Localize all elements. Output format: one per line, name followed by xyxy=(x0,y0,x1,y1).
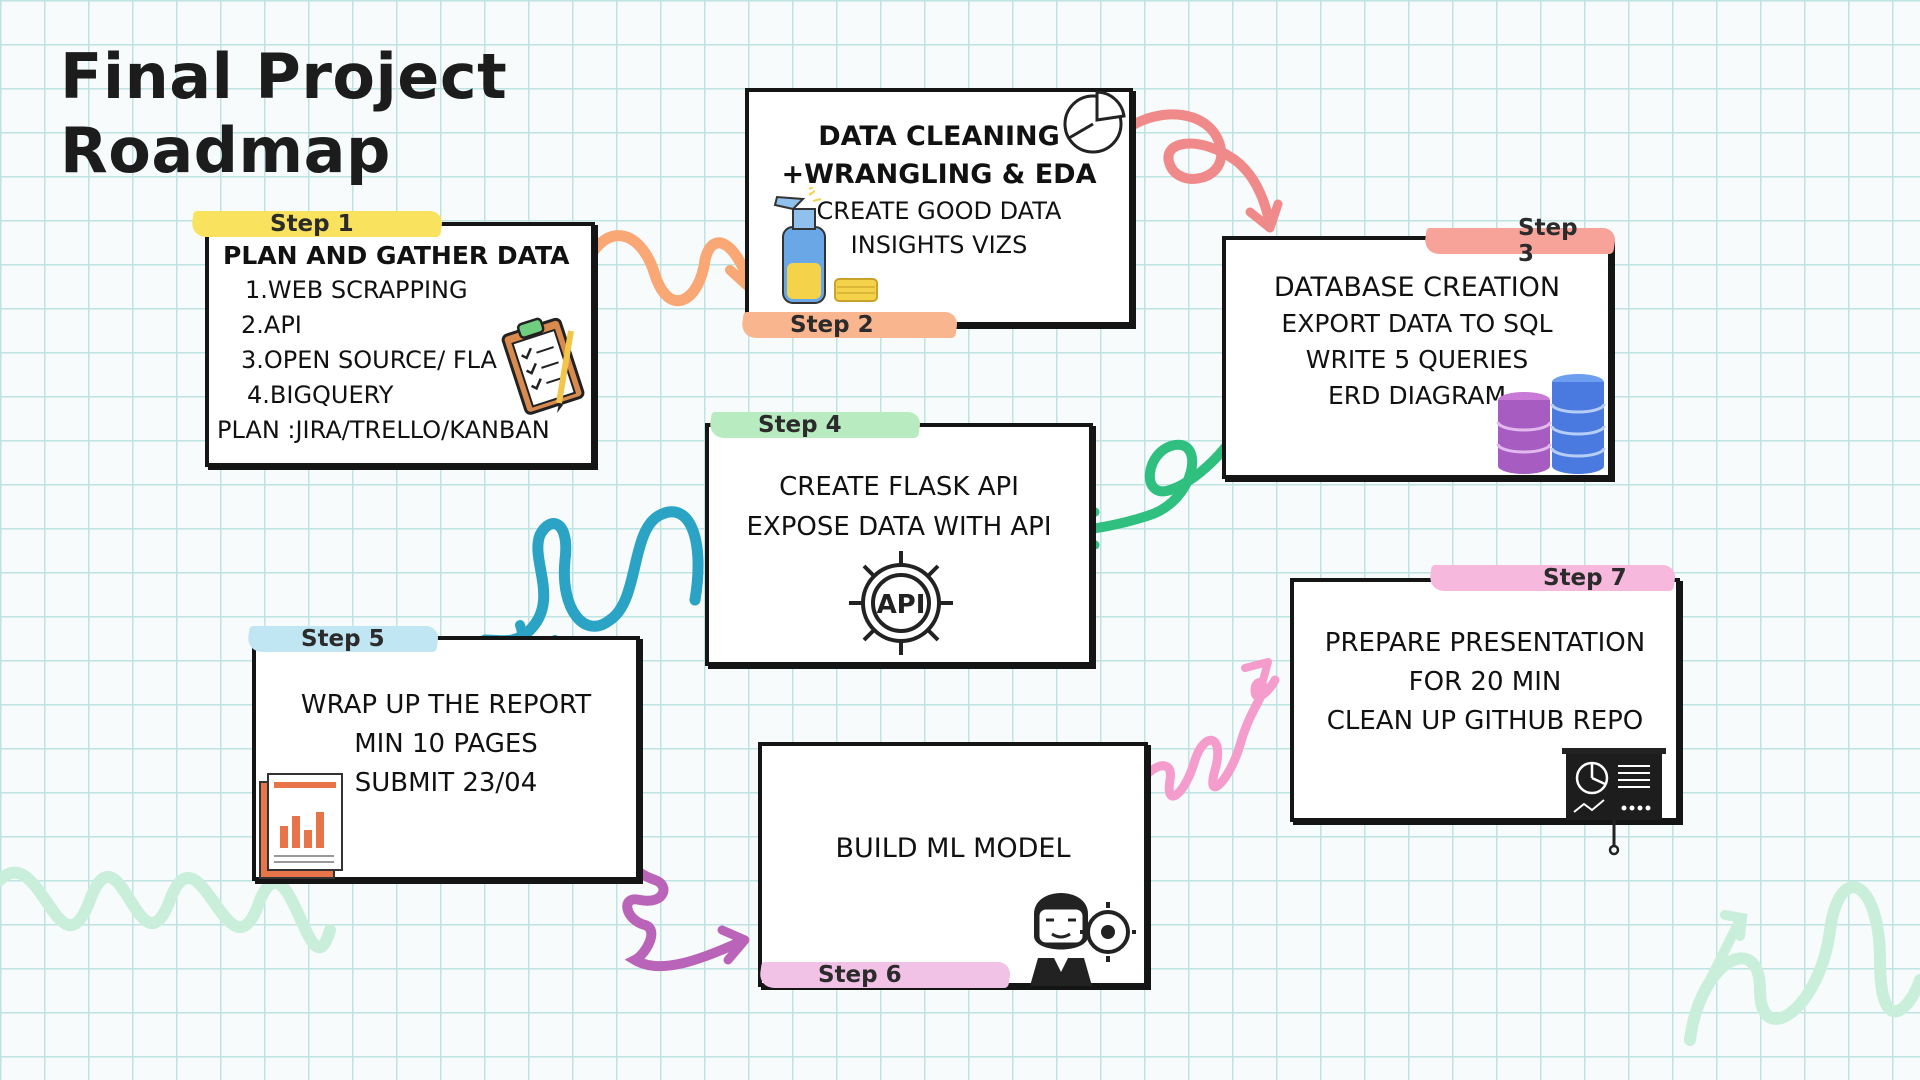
step-1-tag: Step 1 xyxy=(192,207,442,241)
step-3-card: DATABASE CREATION EXPORT DATA TO SQL WRI… xyxy=(1222,236,1612,479)
step-6-tag: Step 6 xyxy=(760,958,1010,992)
report-document-icon xyxy=(259,773,343,879)
step-1-item: 1.WEB SCRAPPING xyxy=(245,276,468,304)
step-2-tag-label: Step 2 xyxy=(790,312,874,338)
step-2-item: INSIGHTS VIZS xyxy=(850,231,1028,259)
arrow-step2-to-step3-head xyxy=(1245,199,1283,233)
step-5-text: WRAP UP THE REPORT MIN 10 PAGES SUBMIT 2… xyxy=(256,686,636,803)
step-1-tag-label: Step 1 xyxy=(270,211,354,237)
step-6-card: BUILD ML MODEL xyxy=(758,742,1148,987)
title-line-2: Roadmap xyxy=(60,114,391,187)
step-6-heading: BUILD ML MODEL xyxy=(835,833,1071,864)
step-3-item: ERD DIAGRAM xyxy=(1327,381,1507,410)
title-line-1: Final Project xyxy=(60,40,508,113)
step-2-card: DATA CLEANING +WRANGLING & EDA CREATE GO… xyxy=(745,88,1133,326)
step-3-item: WRITE 5 QUERIES xyxy=(1305,345,1529,374)
clipboard-checklist-icon xyxy=(501,317,585,415)
step-5-card: WRAP UP THE REPORT MIN 10 PAGES SUBMIT 2… xyxy=(252,636,640,881)
page-title: Final Project Roadmap xyxy=(60,40,507,188)
background-squiggle-right xyxy=(1684,881,1920,1046)
step-6-tag-label: Step 6 xyxy=(818,962,902,988)
step-7-heading: PREPARE PRESENTATION xyxy=(1324,628,1646,658)
robot-ai-icon xyxy=(1030,893,1136,986)
api-gear-icon: API xyxy=(849,551,953,655)
step-1-text: PLAN AND GATHER DATA 1.WEB SCRAPPING 2.A… xyxy=(217,238,583,448)
step-7-card: PREPARE PRESENTATION FOR 20 MIN CLEAN UP… xyxy=(1290,578,1680,856)
step-4-item: EXPOSE DATA WITH API xyxy=(746,512,1052,542)
step-4-card: CREATE FLASK API EXPOSE DATA WITH API AP… xyxy=(705,423,1093,666)
arrow-step1-to-step2 xyxy=(576,230,756,307)
step-5-tag: Step 5 xyxy=(248,622,438,656)
background-arrow-right xyxy=(1695,910,1748,1005)
step-3-tag: Step 3 xyxy=(1425,215,1615,267)
step-7-item: CLEAN UP GITHUB REPO xyxy=(1326,706,1644,736)
pie-chart-icon xyxy=(1063,90,1126,154)
step-2-tag: Step 2 xyxy=(742,308,957,342)
step-3-text: DATABASE CREATION EXPORT DATA TO SQL WRI… xyxy=(1226,270,1608,414)
step-1-item: 3.OPEN SOURCE/ FLA xyxy=(241,346,497,374)
step-1-heading: PLAN AND GATHER DATA xyxy=(223,241,570,270)
step-3-heading: DATABASE CREATION xyxy=(1273,272,1561,303)
step-4-heading: CREATE FLASK API xyxy=(779,472,1019,502)
step-7-text: PREPARE PRESENTATION FOR 20 MIN CLEAN UP… xyxy=(1294,624,1676,741)
step-6-text: BUILD ML MODEL xyxy=(762,830,1144,868)
step-1-item: 4.BIGQUERY xyxy=(247,381,394,409)
step-4-text: CREATE FLASK API EXPOSE DATA WITH API xyxy=(709,467,1089,547)
step-4-tag-label: Step 4 xyxy=(758,412,842,438)
step-4-tag: Step 4 xyxy=(710,408,920,442)
step-2-text: DATA CLEANING +WRANGLING & EDA CREATE GO… xyxy=(749,118,1129,262)
database-stack-icon xyxy=(1496,374,1606,474)
step-2-item: CREATE GOOD DATA xyxy=(816,197,1062,225)
cleaning-spray-icon xyxy=(773,187,878,304)
step-2-heading: DATA CLEANING xyxy=(818,121,1060,152)
step-2-heading: +WRANGLING & EDA xyxy=(781,159,1097,190)
step-5-item: MIN 10 PAGES xyxy=(354,729,538,759)
api-badge-label: API xyxy=(877,590,926,620)
step-5-tag-label: Step 5 xyxy=(301,626,385,652)
step-1-item: PLAN :JIRA/TRELLO/KANBAN xyxy=(217,416,550,444)
presentation-board-icon xyxy=(1562,748,1666,856)
step-3-tag-label: Step 3 xyxy=(1518,215,1578,267)
step-7-tag-label: Step 7 xyxy=(1543,565,1627,591)
step-1-item: 2.API xyxy=(241,311,302,339)
step-7-item: FOR 20 MIN xyxy=(1408,667,1562,697)
step-5-item: SUBMIT 23/04 xyxy=(354,768,538,798)
step-5-heading: WRAP UP THE REPORT xyxy=(300,690,592,720)
step-3-item: EXPORT DATA TO SQL xyxy=(1281,309,1553,338)
step-7-tag: Step 7 xyxy=(1430,561,1675,595)
arrow-step6-to-step7-head xyxy=(1241,658,1272,688)
arrow-step2-to-step3 xyxy=(1120,109,1275,230)
arrow-step4-to-step5 xyxy=(479,506,704,647)
arrow-step5-to-step6-head xyxy=(717,925,750,965)
step-1-card: PLAN AND GATHER DATA 1.WEB SCRAPPING 2.A… xyxy=(205,222,595,467)
